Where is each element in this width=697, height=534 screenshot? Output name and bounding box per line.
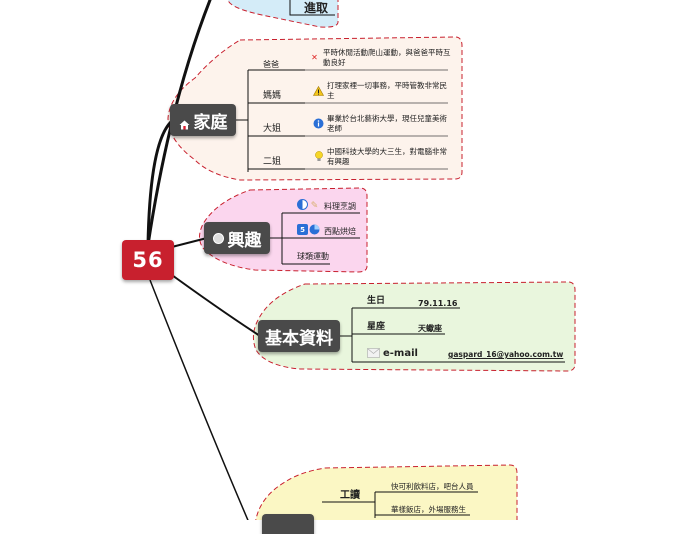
priority-badge: 5: [297, 224, 308, 235]
hobby-item-label[interactable]: 球類運動: [297, 252, 329, 261]
edge-family-desc: [305, 69, 448, 170]
basic-value-label: 79.11.16: [418, 299, 458, 308]
work-item-label[interactable]: 華樣飯店，外場服務生: [391, 505, 466, 514]
edge-work-items: [322, 491, 478, 518]
info-icon: [313, 118, 324, 129]
edge-family-members: [236, 69, 305, 172]
edge-root-work: [149, 279, 249, 520]
lightbulb-icon: [313, 151, 324, 162]
family-member-desc: 畢業於台北藝術大學，現任兒童美術老師: [327, 114, 447, 133]
hobbies-label: 興趣: [227, 230, 262, 251]
basic-info-node[interactable]: 基本資料: [258, 320, 340, 352]
gear-icon: [212, 232, 224, 244]
work-item-label[interactable]: 快可利飲料店，吧台人員: [391, 482, 474, 491]
edge-hobby-items: [270, 212, 360, 265]
hobbies-node[interactable]: 興趣: [204, 222, 270, 254]
warning-icon: [313, 85, 324, 96]
family-member-desc: 中國科技大學的大三生，對電腦非常有興趣: [327, 147, 447, 166]
home-icon: [179, 115, 190, 130]
basic-key-label[interactable]: e-mail: [383, 348, 418, 359]
basic-info-label: 基本資料: [265, 328, 333, 349]
edge-basic-items: [340, 307, 565, 363]
edge-root-family: [146, 119, 174, 246]
progress-icon: [309, 224, 320, 235]
root-node[interactable]: 56: [122, 240, 174, 280]
hobby-item-label[interactable]: 西點烘焙: [324, 227, 356, 236]
top-boundary: [227, 0, 339, 28]
work-child-label[interactable]: 工讀: [340, 490, 360, 501]
basic-key-label[interactable]: 星座: [367, 322, 386, 332]
basic-value-label: 天蠍座: [418, 324, 442, 333]
top-child-label[interactable]: 進取: [304, 1, 329, 15]
priority-badge-number: 5: [300, 225, 305, 234]
family-member-name[interactable]: 大姐: [263, 124, 282, 134]
root-label: 56: [132, 248, 164, 272]
basic-key-label[interactable]: 生日: [367, 296, 386, 306]
half-circle-icon: [297, 199, 308, 210]
email-link[interactable]: gaspard_16@yahoo.com.tw: [448, 350, 564, 359]
edge-top-child: [289, 0, 335, 16]
family-node[interactable]: 家庭: [170, 104, 236, 136]
family-member-name[interactable]: 二姐: [263, 157, 282, 167]
envelope-icon: [367, 347, 380, 358]
family-member-desc: 打理家裡一切事務，平時管教非常民主: [327, 81, 447, 100]
x-mark-icon: ✕: [311, 53, 318, 62]
pencil-icon: ✎: [310, 200, 319, 211]
family-member-name[interactable]: 爸爸: [263, 60, 279, 69]
family-boundary: [167, 36, 463, 181]
family-label: 家庭: [193, 112, 228, 133]
mindmap-canvas: [146, 0, 576, 520]
family-member-desc: 平時休閒活動爬山運動，與爸爸平時互動良好: [323, 48, 451, 67]
work-node[interactable]: [262, 514, 314, 534]
hobby-item-label[interactable]: 料理烹調: [324, 202, 356, 211]
edge-root-basic: [164, 269, 261, 337]
family-member-name[interactable]: 媽媽: [263, 91, 282, 101]
